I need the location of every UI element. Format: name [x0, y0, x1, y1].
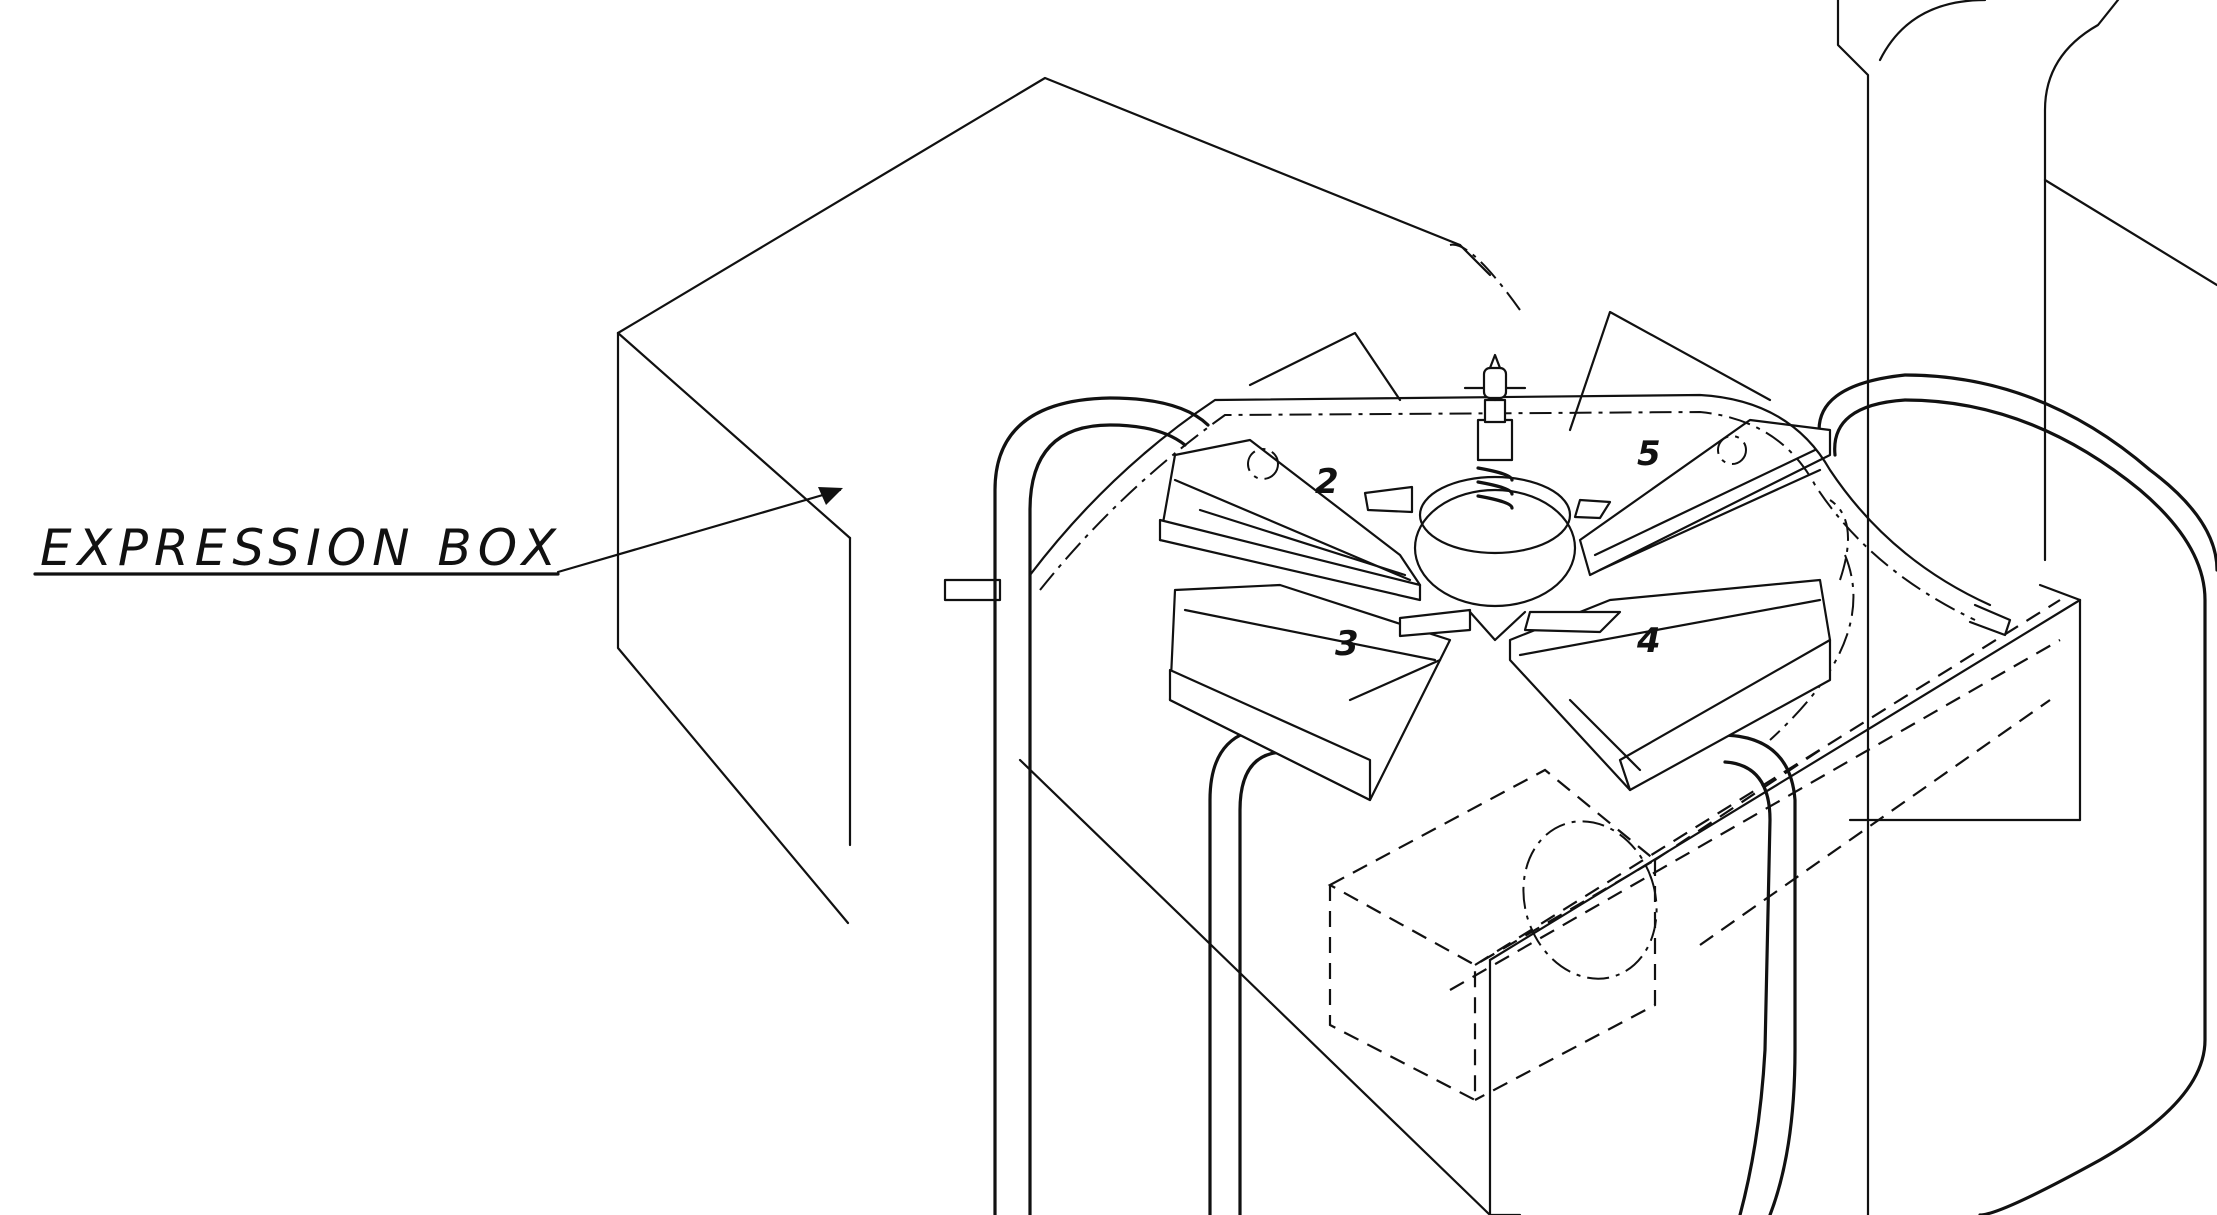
reed-frame-2 [1158, 438, 1422, 602]
center-right-tube [1718, 733, 1797, 1215]
pivot-marks [1247, 435, 1747, 480]
expression-box-label: EXPRESSION BOX [40, 519, 562, 577]
baffles [1248, 310, 1772, 432]
upper-right-pipe [1836, 0, 2217, 1215]
reed-frame-5 [1578, 418, 1832, 577]
label-leader-arrow [556, 488, 842, 574]
center-left-tube [1208, 726, 1287, 1215]
left-tall-tube [993, 396, 1210, 1215]
central-valve [1363, 475, 1622, 642]
reed-frame-3 [1168, 583, 1452, 802]
reed-number-3: 3 [1335, 624, 1359, 664]
hidden-circle [1449, 243, 1855, 980]
hidden-inner-box [1327, 599, 2061, 1102]
label-arrowhead [818, 487, 843, 505]
reed-number-2: 2 [1315, 462, 1339, 502]
lever-arm [943, 393, 2012, 637]
reed-number-4: 4 [1636, 621, 1661, 661]
reed-number-5: 5 [1637, 434, 1661, 474]
valve-spring [1463, 353, 1527, 510]
base-block [1018, 583, 2082, 1215]
expression-box [616, 76, 1492, 925]
right-wrap-tube [1817, 373, 2217, 1215]
